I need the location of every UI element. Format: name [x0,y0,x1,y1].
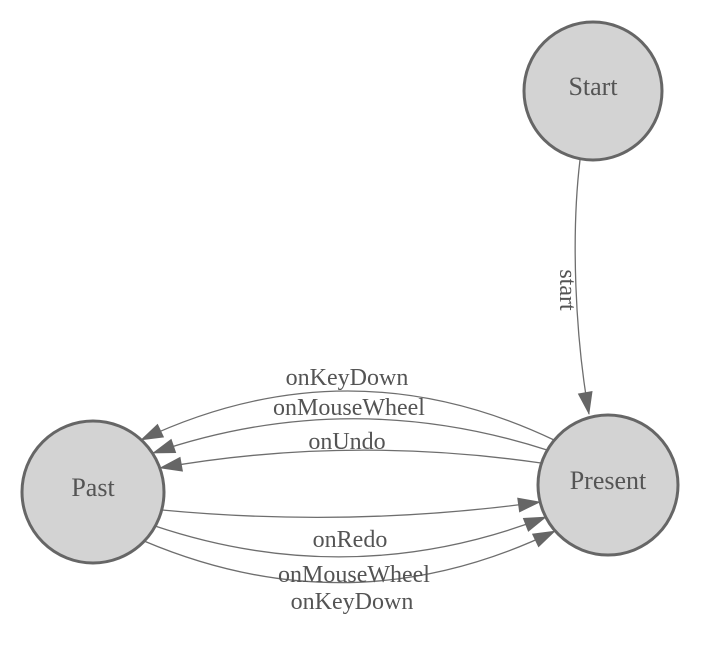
edge-label-present-to-past-onKeyDown: onKeyDown [286,365,409,391]
edge-start-to-present [574,159,593,415]
edge-label-present-to-past-onMouseWheel: onMouseWheel [273,395,425,421]
state-node-start [522,20,664,162]
edge-present-to-past-onUndo [159,449,542,472]
edge-present-to-past-onKeyDown [140,390,555,441]
edge-label-past-to-present-onMouseWheel: onMouseWheel [278,562,430,588]
state-node-label-start: Start [568,72,618,101]
edge-label-past-to-present-onKeyDown: onKeyDown [291,589,414,615]
state-node-past [20,419,166,565]
edge-label-past-to-present-onRedo: onRedo [313,527,388,553]
edge-label-start-to-present: start [554,269,580,311]
state-node-present [536,413,680,557]
edge-past-to-present-onRedo [161,497,541,519]
edge-label-present-to-past-onUndo: onUndo [308,429,385,455]
state-node-label-present: Present [570,466,647,495]
edge-labels-layer: startonKeyDownonMouseWheelonUndoonRedoon… [273,269,580,615]
edges-layer [140,159,593,584]
edge-past-to-present-onMouseWheel [154,516,547,558]
state-node-label-past: Past [71,473,115,502]
edge-present-to-past-onMouseWheel [152,418,548,454]
edge-past-to-present-onKeyDown [143,530,556,584]
